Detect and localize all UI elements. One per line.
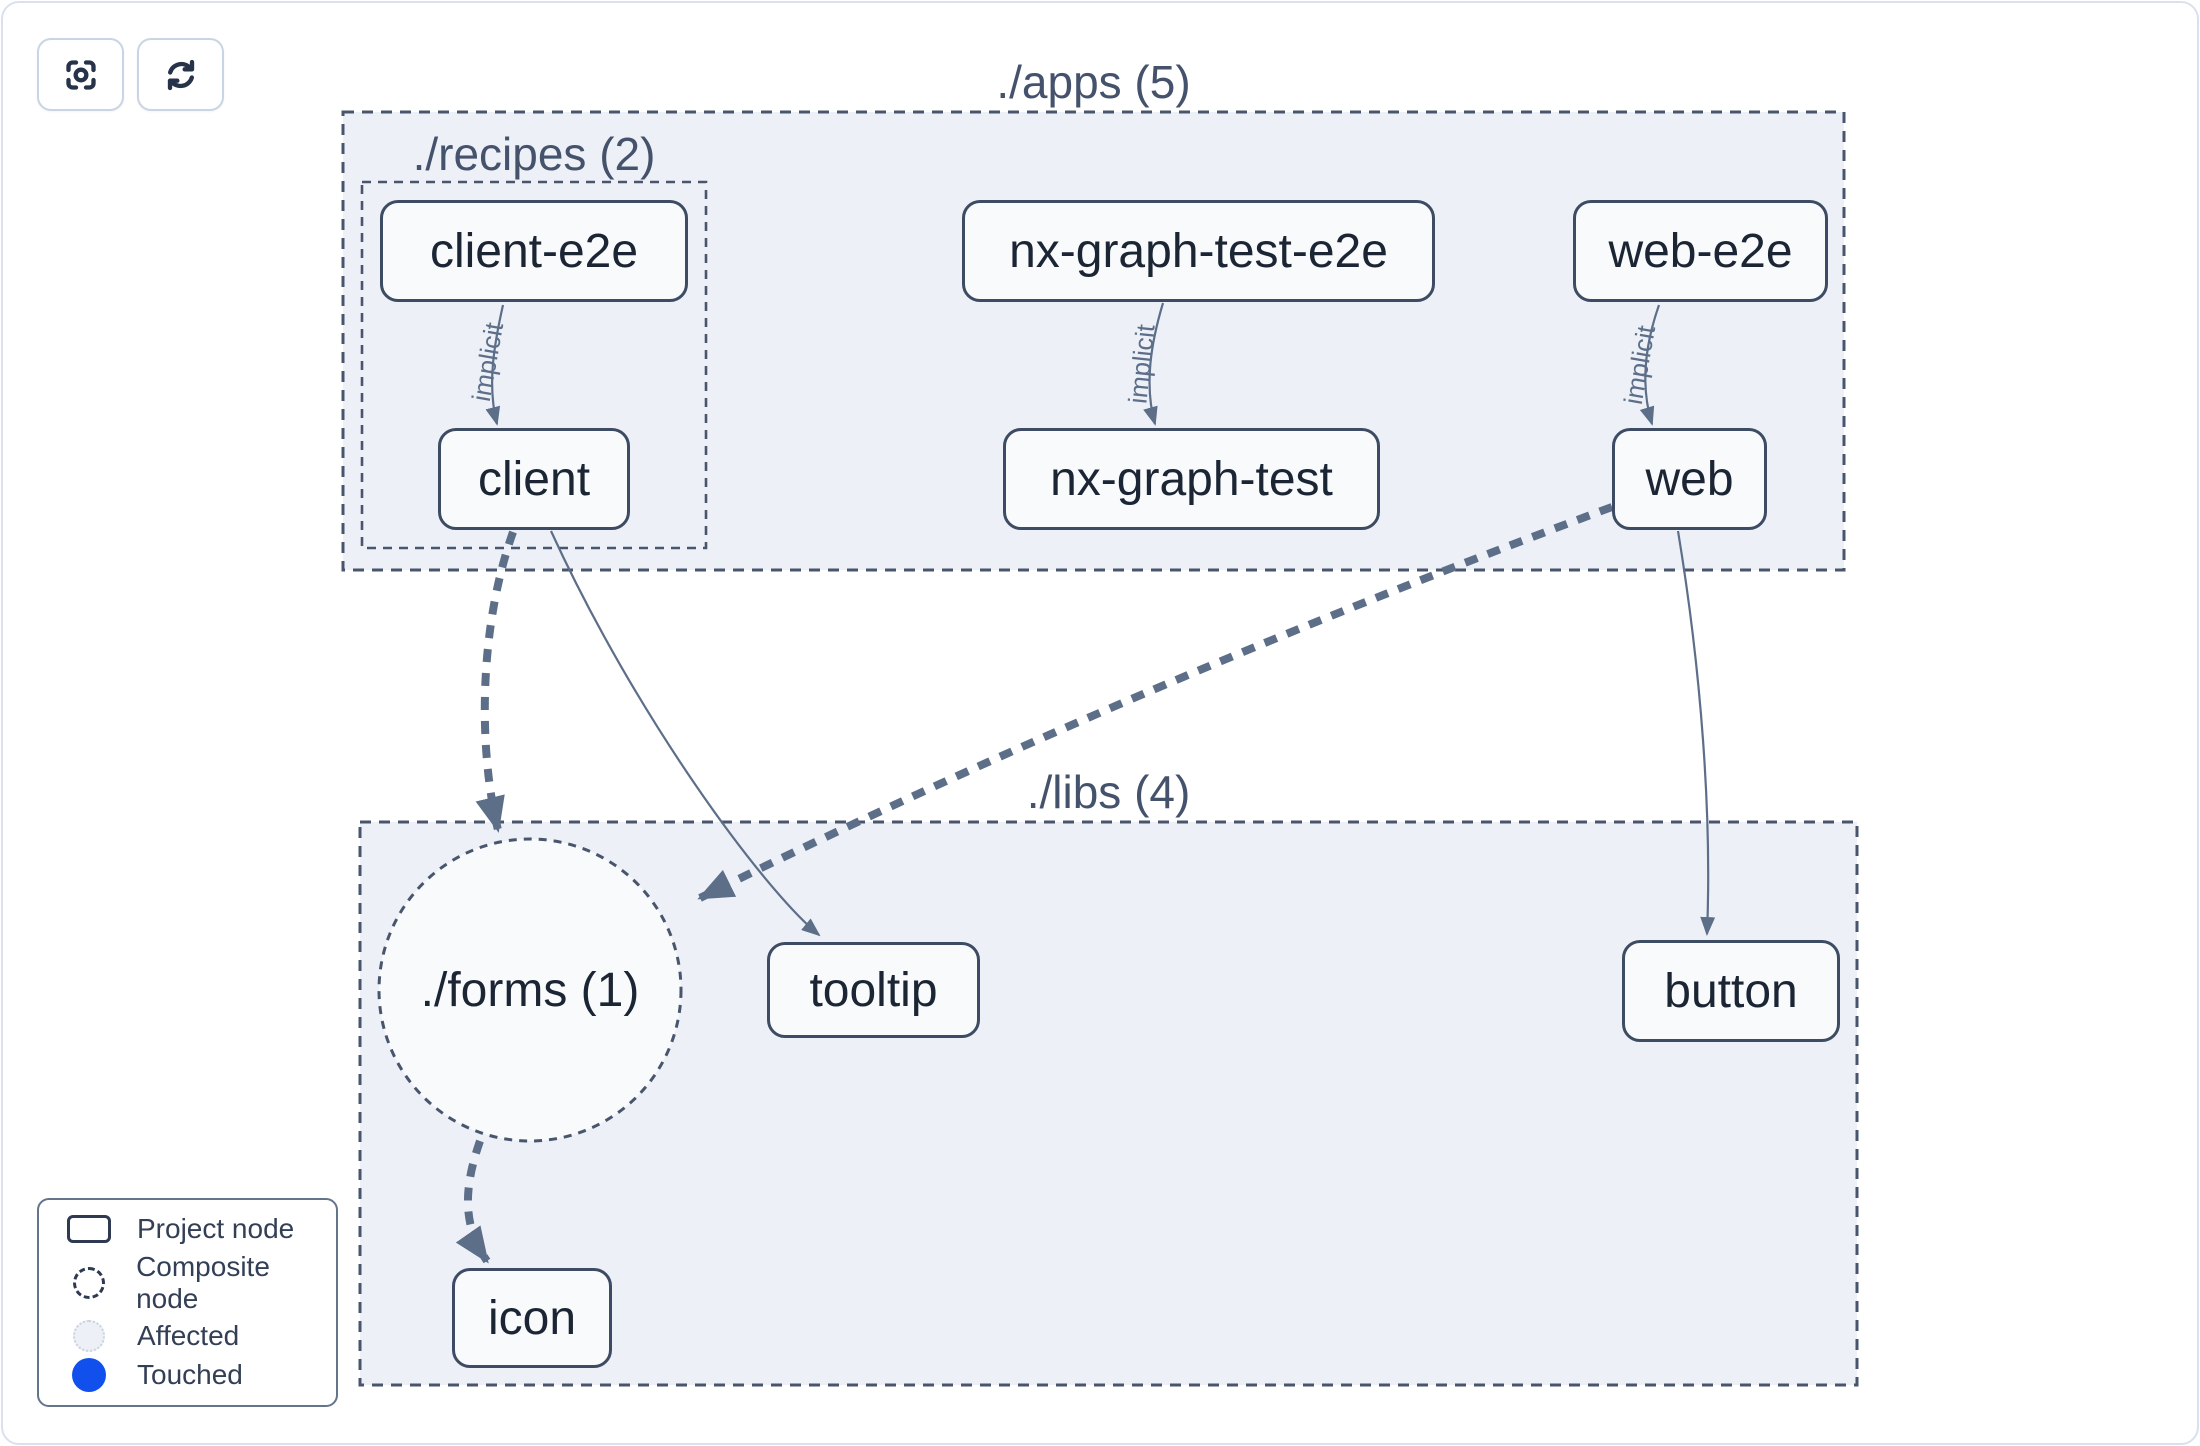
refresh-icon xyxy=(161,55,201,95)
edge-web-to-forms xyxy=(697,503,1614,902)
legend-label: Touched xyxy=(137,1358,243,1390)
node-button[interactable]: button xyxy=(1622,940,1840,1042)
legend-label: Composite node xyxy=(136,1250,270,1314)
node-nx-graph-test[interactable]: nx-graph-test xyxy=(1003,428,1380,530)
node-nx-graph-test-e2e[interactable]: nx-graph-test-e2e xyxy=(962,200,1435,302)
group-title-apps: ./apps (5) xyxy=(996,56,1191,108)
legend-label: Project node xyxy=(137,1213,295,1245)
legend: Project node Composite node Affected Tou… xyxy=(37,1198,338,1407)
legend-item-affected: Affected xyxy=(39,1320,336,1353)
node-web[interactable]: web xyxy=(1612,428,1767,530)
focus-button[interactable] xyxy=(37,38,124,111)
legend-item-project-node: Project node xyxy=(39,1213,336,1245)
edge-web-e2e-to-web xyxy=(1639,304,1661,426)
composite-node-forms[interactable] xyxy=(377,837,683,1143)
group-title-libs: ./libs (4) xyxy=(1026,766,1191,818)
touched-swatch xyxy=(72,1357,106,1392)
edge-client-to-forms xyxy=(475,530,517,833)
group-title-recipes: ./recipes (2) xyxy=(412,128,656,180)
edge-web-to-button xyxy=(1676,530,1716,936)
node-client-e2e[interactable]: client-e2e xyxy=(380,200,688,302)
edge-client-e2e-to-client xyxy=(485,304,505,426)
node-web-e2e[interactable]: web-e2e xyxy=(1573,200,1828,302)
composite-node-swatch xyxy=(72,1266,105,1299)
node-tooltip[interactable]: tooltip xyxy=(767,942,980,1038)
refresh-button[interactable] xyxy=(137,38,224,111)
legend-item-composite-node: Composite node xyxy=(39,1251,336,1315)
legend-label: Affected xyxy=(137,1320,240,1352)
edge-client-to-tooltip xyxy=(549,530,821,937)
legend-item-touched: Touched xyxy=(39,1357,336,1392)
project-node-swatch xyxy=(67,1215,111,1244)
composite-node-forms-label: ./forms (1) xyxy=(420,963,640,1017)
node-icon[interactable]: icon xyxy=(452,1268,612,1368)
node-client[interactable]: client xyxy=(438,428,630,530)
affected-swatch xyxy=(73,1320,105,1353)
group-recipes xyxy=(360,180,708,550)
focus-crosshair-icon xyxy=(61,55,101,95)
edge-nx-graph-test-e2e-to-nx-graph-test xyxy=(1143,302,1165,426)
